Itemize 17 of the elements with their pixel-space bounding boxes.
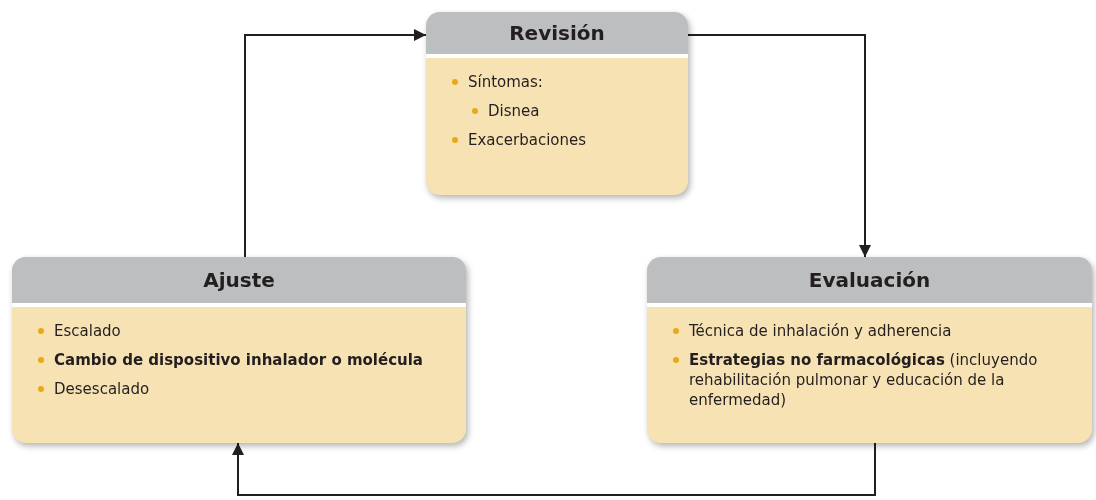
step-title: Ajuste xyxy=(203,267,275,294)
step-card xyxy=(12,257,466,443)
bullet-item: Cambio de dispositivo inhalador o molécula xyxy=(36,350,454,370)
arrow xyxy=(687,34,871,258)
bullet-item: Técnica de inhalación y adherencia xyxy=(671,321,1080,341)
bullet-item: Estrategias no farmacológicas (incluyendo rehabilitación pulmonar y educación de la enfermedad) xyxy=(671,350,1080,410)
bullet-item: Desescalado xyxy=(36,379,454,399)
bullet-item: Síntomas: xyxy=(450,72,676,92)
step-card xyxy=(647,257,1092,443)
step-title: Revisión xyxy=(509,20,605,47)
step-title: Evaluación xyxy=(808,267,931,294)
step-card xyxy=(426,12,688,195)
arrow xyxy=(232,442,876,496)
arrow xyxy=(244,29,427,258)
bullet-item: Disnea xyxy=(470,101,676,121)
bullet-item: Escalado xyxy=(36,321,454,341)
bullet-item: Exacerbaciones xyxy=(450,130,676,150)
